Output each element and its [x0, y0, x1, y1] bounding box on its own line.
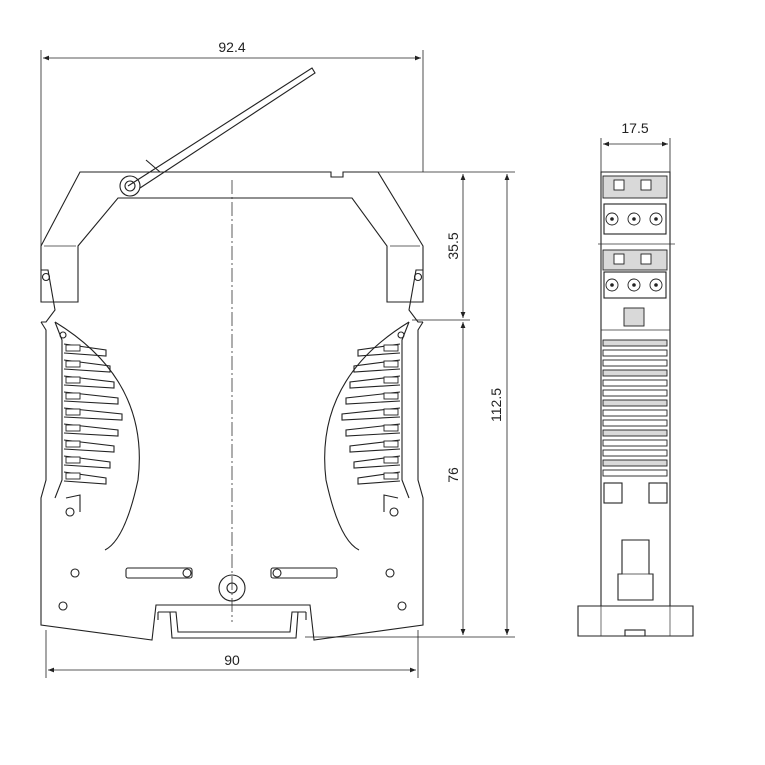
terminal-block-top	[598, 176, 675, 244]
terminal-block-bottom	[601, 250, 670, 330]
side-rib	[603, 340, 667, 346]
rib-tab	[384, 361, 398, 367]
side-rib	[603, 450, 667, 456]
dim-base-width: 90	[224, 652, 240, 668]
dim-upper-height: 35.5	[445, 232, 461, 259]
dim-total-height: 112.5	[488, 388, 504, 422]
side-rib	[603, 390, 667, 396]
rib-tab	[384, 409, 398, 415]
side-rib	[603, 350, 667, 356]
side-rib	[603, 440, 667, 446]
side-rib	[603, 470, 667, 476]
side-rib	[603, 460, 667, 466]
rib-tab	[66, 377, 80, 383]
rib-tab	[384, 345, 398, 351]
dimension-lines: 92.4 90 35.5 76 112.5 17.5	[41, 39, 670, 678]
rib-tab	[66, 393, 80, 399]
rib-tab	[66, 361, 80, 367]
rib-tab	[66, 457, 80, 463]
side-rib	[603, 380, 667, 386]
rib-tab	[384, 393, 398, 399]
front-view	[41, 68, 423, 640]
rib-tab	[66, 409, 80, 415]
right-cooling-ribs	[325, 322, 409, 550]
rib-tab	[384, 377, 398, 383]
side-rib	[603, 420, 667, 426]
rib-tab	[66, 473, 80, 479]
side-rib	[603, 410, 667, 416]
rib-tab	[66, 425, 80, 431]
release-lever	[120, 68, 315, 196]
rib-tab	[384, 473, 398, 479]
side-rib	[603, 400, 667, 406]
rib-tab	[66, 441, 80, 447]
rib-tab	[384, 441, 398, 447]
dim-side-width: 17.5	[621, 120, 648, 136]
dim-lower-height: 76	[445, 467, 461, 483]
side-rib	[603, 370, 667, 376]
side-rib	[603, 360, 667, 366]
side-view	[578, 172, 693, 636]
side-ribs	[603, 340, 667, 476]
rib-tab	[384, 425, 398, 431]
dim-overall-width: 92.4	[218, 39, 245, 55]
rib-tab	[384, 457, 398, 463]
rib-tab	[66, 345, 80, 351]
side-lower	[578, 483, 693, 636]
side-rib	[603, 430, 667, 436]
left-cooling-ribs	[55, 322, 139, 550]
